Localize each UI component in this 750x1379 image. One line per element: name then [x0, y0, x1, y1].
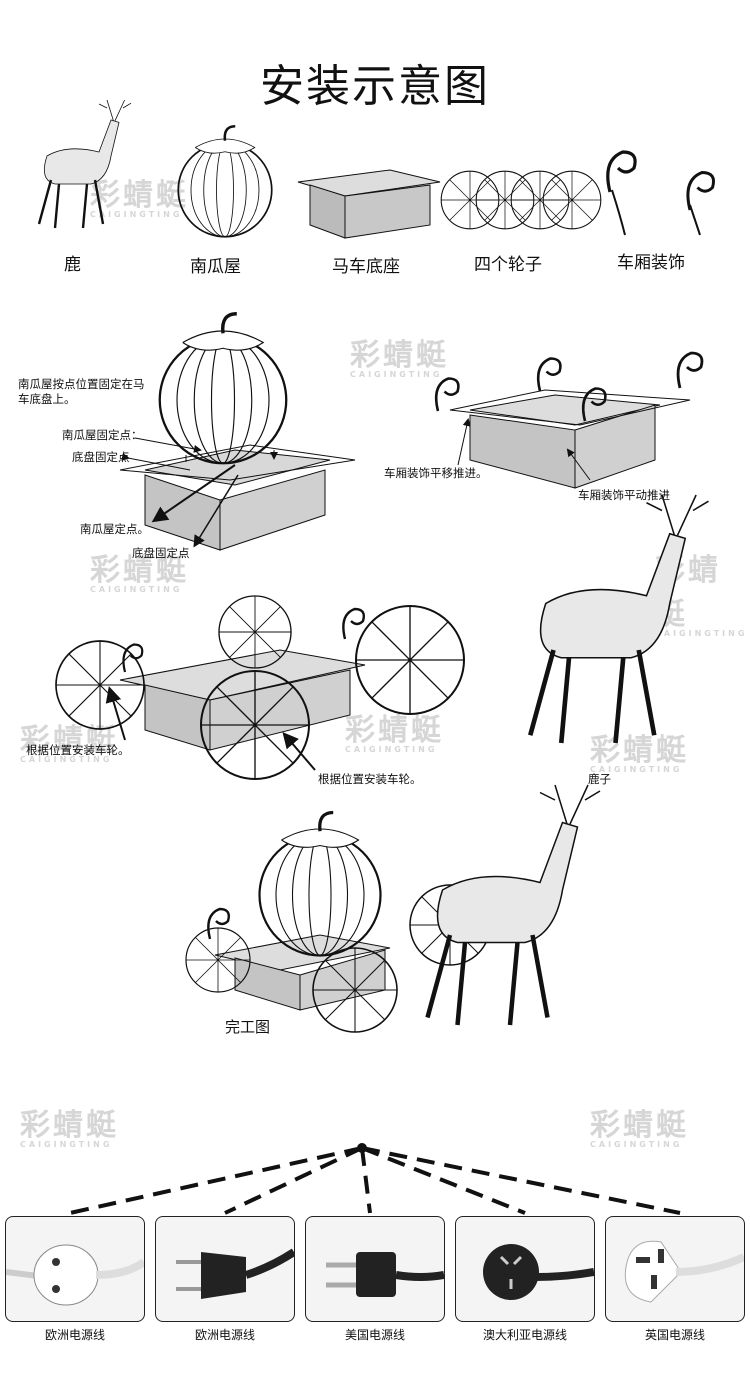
step2-illustration [434, 351, 704, 489]
carriage-base-part [297, 169, 441, 239]
pumpkin-point-label: 南瓜屋定点。 [80, 522, 149, 536]
plug-image-eu-2 [155, 1216, 295, 1322]
final-label: 完工图 [225, 1018, 271, 1036]
plug-label-us: 美国电源线 [344, 1328, 405, 1342]
plug-connector-lines [69, 1146, 681, 1215]
component-label-pumpkin-house: 南瓜屋 [190, 257, 241, 277]
pumpkin-house-part [176, 124, 274, 239]
deer-part [37, 98, 133, 230]
decoration-shift-label: 车厢装饰平移推进。 [384, 466, 488, 480]
install-wheel-label-left: 根据位置安装车轮。 [26, 743, 130, 757]
plug-image-uk [605, 1216, 745, 1322]
final-assembly-illustration [185, 785, 600, 1033]
plug-image-au [455, 1216, 595, 1322]
plug-label-au: 澳大利亚电源线 [482, 1328, 567, 1342]
page-title: 安装示意图 [260, 61, 490, 112]
decoration-push-label: 车厢装饰平动推进 [578, 488, 670, 502]
carriage-decoration-part [606, 150, 716, 236]
component-label-decoration: 车厢装饰 [617, 253, 685, 273]
install-wheel-label-right: 根据位置安装车轮。 [318, 772, 422, 786]
deer-label: 鹿子 [588, 772, 611, 786]
pumpkin-fixing-point-label: 南瓜屋固定点： [62, 428, 143, 442]
component-label-wheels: 四个轮子 [474, 255, 542, 275]
plug-image-us [305, 1216, 445, 1322]
component-label-deer: 鹿 [64, 255, 81, 275]
component-label-carriage-base: 马车底座 [332, 257, 400, 277]
base-fixing-point-label: 底盘固定点 [72, 450, 130, 464]
plug-label-eu-1: 欧洲电源线 [44, 1328, 105, 1342]
plug-label-eu-2: 欧洲电源线 [194, 1328, 255, 1342]
step1-note: 南瓜屋按点位置固定在马车底盘上。 [18, 377, 145, 406]
plug-image-eu-1 [5, 1216, 145, 1322]
four-wheels-part [440, 170, 602, 230]
step3-illustration [55, 495, 709, 781]
base-point-label: 底盘固定点 [132, 546, 190, 560]
plug-label-uk: 英国电源线 [644, 1328, 705, 1342]
step1-illustration [119, 312, 356, 551]
